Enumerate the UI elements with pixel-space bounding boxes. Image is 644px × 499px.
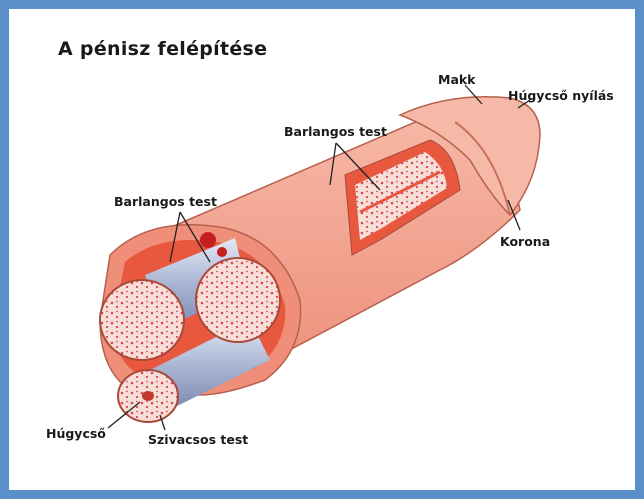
label-szivacsos-test: Szivacsos test bbox=[148, 432, 248, 447]
corpus-cavernosum-left bbox=[100, 280, 184, 360]
urethra-opening bbox=[142, 391, 154, 401]
diagram-title: A pénisz felépítése bbox=[58, 38, 267, 60]
label-makk: Makk bbox=[438, 72, 476, 87]
label-korona: Korona bbox=[500, 234, 550, 249]
label-hugycso: Húgycső bbox=[46, 426, 106, 441]
label-barlangos-test-top: Barlangos test bbox=[284, 124, 387, 139]
label-barlangos-test-left: Barlangos test bbox=[114, 194, 217, 209]
corpus-cavernosum-right bbox=[196, 258, 280, 342]
label-hugycso-nyilas: Húgycső nyílás bbox=[508, 88, 614, 103]
